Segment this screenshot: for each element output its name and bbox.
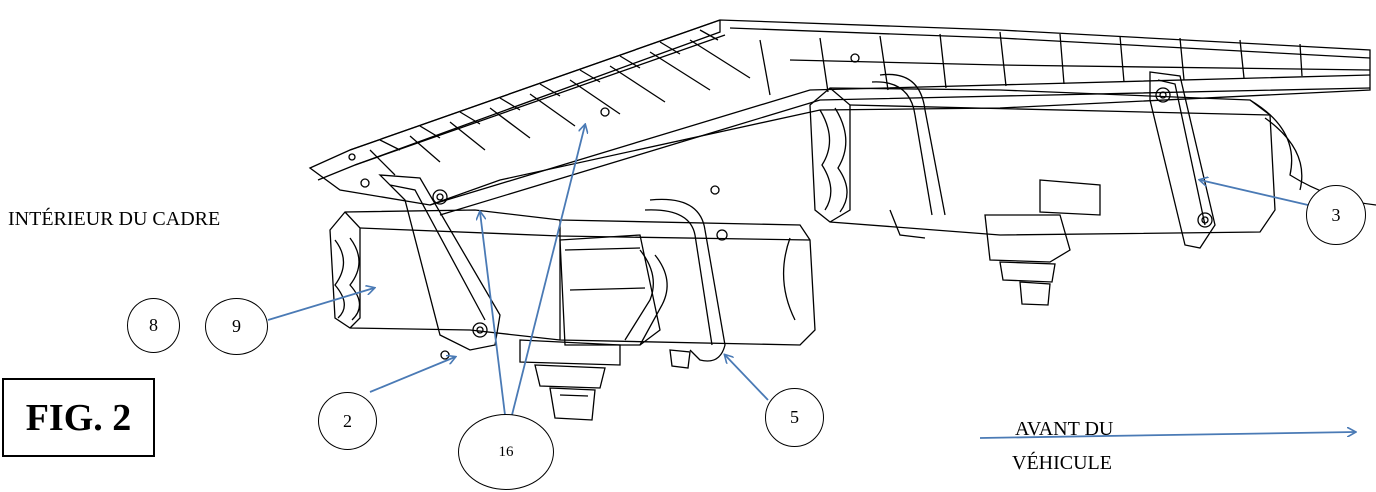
balloon-8: 8: [127, 298, 180, 353]
leader-arrow-16-a: [480, 212, 506, 416]
balloon-9: 9: [205, 298, 268, 355]
balloon-5: 5: [765, 388, 824, 447]
leader-arrow-5: [725, 355, 769, 401]
leader-arrow-3: [1200, 180, 1309, 206]
right-hanger: [871, 73, 1101, 306]
right-bracket: [1149, 71, 1216, 249]
balloon-2: 2: [318, 392, 377, 450]
frame-interior-label: INTÉRIEUR DU CADRE: [8, 208, 221, 230]
left-frame-rail: [329, 209, 816, 346]
figure-label: FIG. 2: [2, 378, 155, 457]
vehicle-front-label-line1: AVANT DU: [1015, 418, 1114, 440]
right-frame-rail: [809, 87, 1376, 236]
left-bracket: [378, 174, 501, 360]
leader-arrow-16-b: [511, 125, 585, 416]
balloon-3: 3: [1306, 185, 1366, 245]
vehicle-front-label-line2: VÉHICULE: [1012, 452, 1112, 474]
balloon-16: 16: [458, 414, 554, 490]
left-hanger: [519, 234, 661, 421]
top-grating: [308, 19, 1371, 216]
leader-arrow-9: [267, 288, 374, 321]
leader-arrow-2: [369, 357, 455, 393]
vehicle-front-arrow: [979, 432, 1355, 439]
leader-arrows: [267, 125, 1355, 439]
